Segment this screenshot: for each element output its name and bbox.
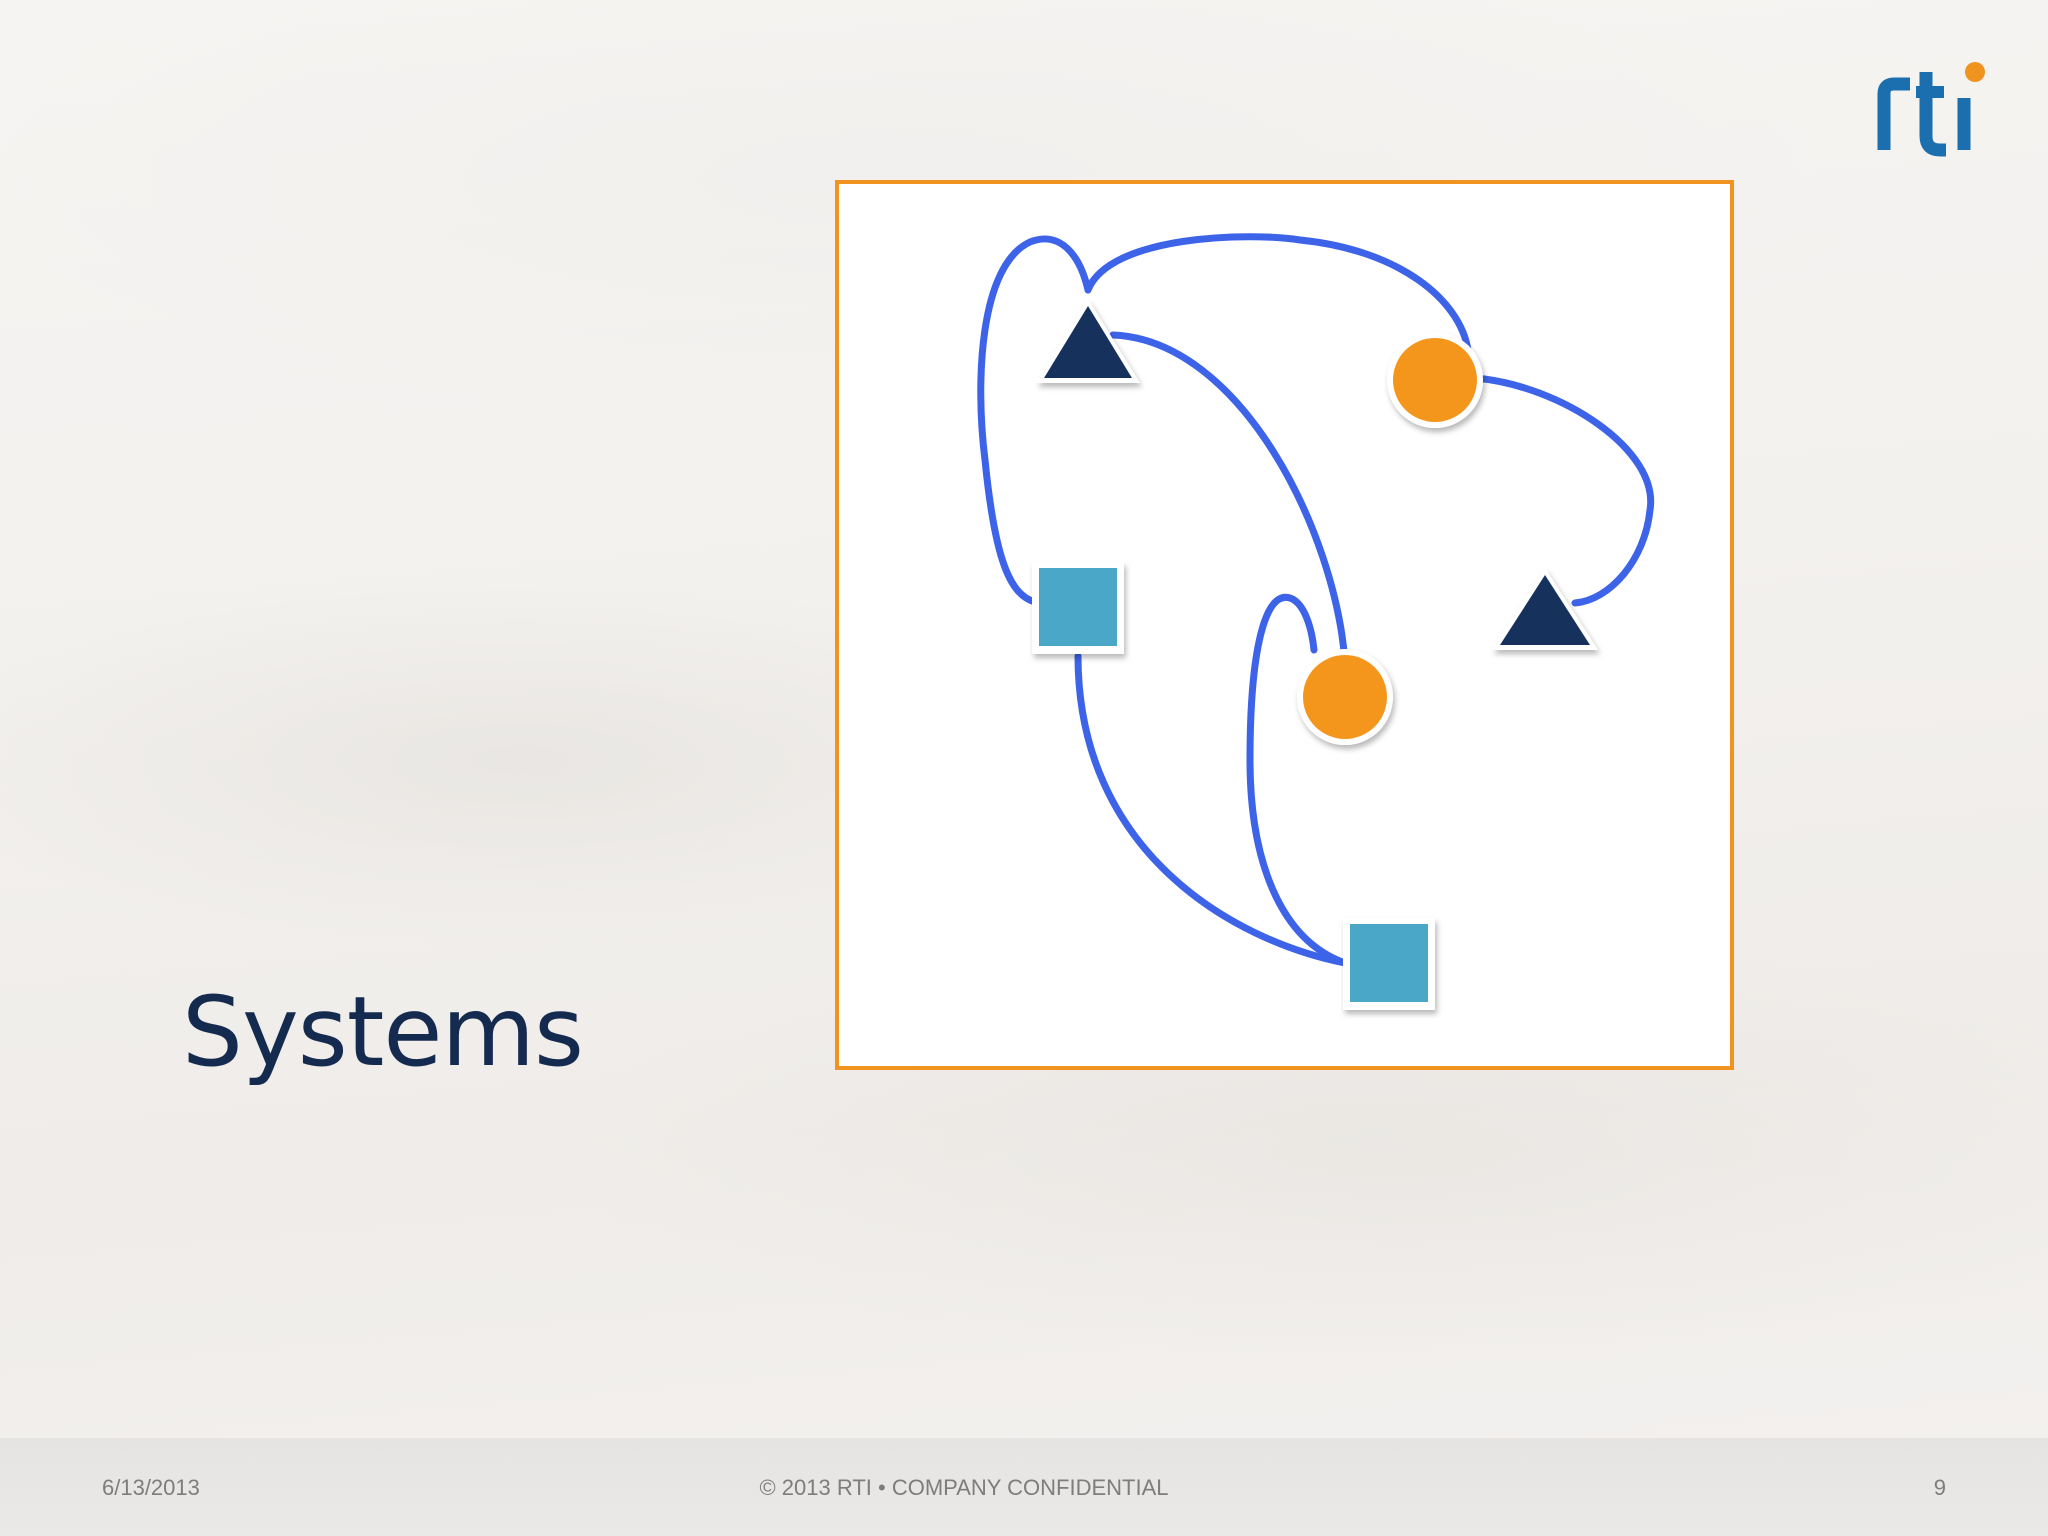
footer-confidential: © 2013 RTI • COMPANY CONFIDENTIAL xyxy=(759,1475,1169,1500)
slide-title: Systems xyxy=(182,976,584,1088)
rti-logo xyxy=(1877,62,1985,157)
footer-date: 6/13/2013 xyxy=(102,1475,200,1500)
footer-page-number: 9 xyxy=(1933,1475,1946,1500)
diagram-frame xyxy=(835,180,1734,1070)
slide-footer: 6/13/2013 © 2013 RTI • COMPANY CONFIDENT… xyxy=(0,1438,2048,1536)
